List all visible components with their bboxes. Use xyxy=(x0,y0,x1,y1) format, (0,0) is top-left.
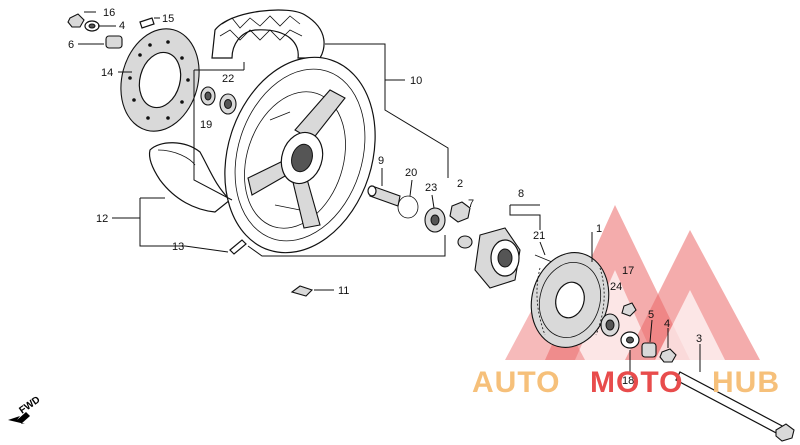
leader-lines xyxy=(78,11,701,372)
callout-10: 10 xyxy=(410,75,422,87)
wheel-rim xyxy=(224,56,376,254)
fwd-arrow-icon xyxy=(8,412,30,424)
watermark-moto: MOTO xyxy=(590,366,683,399)
watermark-auto: AUTO xyxy=(472,366,560,399)
callout-13: 13 xyxy=(172,241,184,253)
rear-axle xyxy=(675,371,795,442)
callout-6: 6 xyxy=(68,39,74,51)
callout-16: 16 xyxy=(103,7,115,19)
callout-9: 9 xyxy=(378,155,384,167)
callout-15: 15 xyxy=(162,13,174,25)
small-parts-bottom xyxy=(229,239,314,297)
callout-5: 5 xyxy=(648,309,654,321)
callout-4-right: 4 xyxy=(664,318,670,330)
callout-17: 17 xyxy=(622,265,634,277)
drive-sprocket xyxy=(530,252,610,348)
sprocket-flange xyxy=(474,227,553,289)
callout-22: 22 xyxy=(222,73,234,85)
small-parts-top-left xyxy=(67,13,155,49)
callout-19: 19 xyxy=(200,119,212,131)
hub-parts-center xyxy=(367,185,473,249)
callout-7: 7 xyxy=(468,198,474,210)
fwd-label: FWD xyxy=(17,394,42,416)
callout-23: 23 xyxy=(425,182,437,194)
callout-2: 2 xyxy=(457,178,463,190)
callout-20: 20 xyxy=(405,167,417,179)
callout-1: 1 xyxy=(596,223,602,235)
callout-21: 21 xyxy=(533,230,545,242)
callout-14: 14 xyxy=(101,67,113,79)
callout-3: 3 xyxy=(696,333,702,345)
tire-upper xyxy=(211,9,325,59)
tire-lower xyxy=(148,142,231,213)
watermark-text: AUTO MOTO HUB xyxy=(472,366,780,399)
small-parts-right xyxy=(600,302,677,363)
watermark-hub: HUB xyxy=(712,366,780,399)
callout-4-left: 4 xyxy=(119,20,125,32)
callout-11: 11 xyxy=(338,285,349,297)
forward-direction-indicator: FWD xyxy=(8,394,42,424)
callout-24: 24 xyxy=(610,281,622,293)
brake-disc xyxy=(120,28,200,132)
callout-12: 12 xyxy=(96,213,108,225)
callout-18: 18 xyxy=(622,375,634,387)
callout-labels: 1 2 3 4 4 5 6 7 8 9 10 11 12 13 14 15 16… xyxy=(68,7,702,387)
callout-8: 8 xyxy=(518,188,524,200)
bearings-left xyxy=(200,86,237,115)
